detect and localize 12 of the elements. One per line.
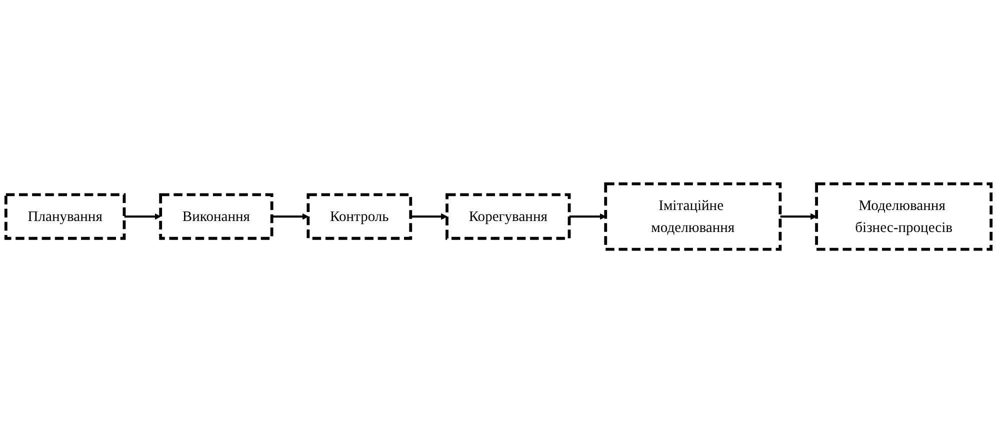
node-box (4, 194, 126, 240)
arrow (124, 214, 161, 220)
flow-diagram: Планування Виконання Контроль Моделювання бізнес-процесів Імітаційне моделювання Корегування (0, 178, 997, 256)
node-box (815, 182, 993, 252)
node-box (159, 194, 274, 240)
arrow (272, 214, 308, 220)
arrow (780, 214, 817, 220)
node-box (446, 194, 571, 240)
arrow (410, 214, 448, 220)
node-box (306, 194, 412, 240)
arrow (569, 214, 606, 220)
node-box (604, 182, 782, 252)
